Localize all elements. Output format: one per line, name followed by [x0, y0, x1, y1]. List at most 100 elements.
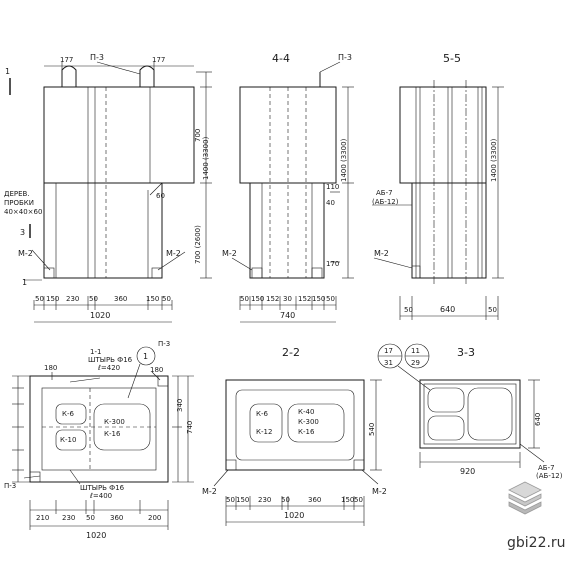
watermark-logo-icon	[508, 481, 542, 515]
front-elevation	[9, 61, 212, 323]
dim-55-640: 640	[440, 305, 455, 314]
dim-plan-230: 230	[62, 514, 75, 522]
wood-plug-label-2: ПРОБКИ	[4, 199, 34, 207]
section-5-5	[372, 80, 504, 320]
label-m2-front-right: М-2	[166, 249, 181, 258]
dim-44-50a: 50	[240, 295, 249, 303]
void-22-k300: К-300	[298, 418, 319, 426]
plan-1-1	[12, 346, 194, 530]
void-22-k12: К-12	[256, 428, 272, 436]
label-ab7-33: АБ-7	[538, 464, 555, 472]
pin-label-1-2: ШТЫРЬ Ф16	[88, 356, 133, 364]
dim-700-2600: 700 (2600)	[194, 225, 202, 264]
title-5-5: 5-5	[443, 52, 461, 65]
dim-40: 40	[326, 199, 335, 207]
dim-22-150b: 150	[341, 496, 354, 504]
section-mark-1a: 1	[5, 67, 10, 76]
pin-label-2-2: ℓ=400	[89, 492, 112, 500]
section-2-2	[213, 379, 382, 526]
dim-44-50b: 50	[326, 295, 335, 303]
dim-bot-50c: 50	[162, 295, 171, 303]
dim-177-right: 177	[152, 56, 165, 64]
dim-60: 60	[156, 192, 165, 200]
dim-bot-230: 230	[66, 295, 79, 303]
dim-plan-180b: 180	[150, 366, 163, 374]
circle-1-label: 1	[143, 352, 148, 361]
dim-plan-210: 210	[36, 514, 49, 522]
circle-17: 17	[384, 347, 393, 355]
dim-44-30: 30	[283, 295, 292, 303]
dim-22-230: 230	[258, 496, 271, 504]
section-4-4	[231, 61, 354, 323]
dim-44-152b: 152	[298, 295, 311, 303]
dim-44-150: 150	[251, 295, 264, 303]
dim-22-360: 360	[308, 496, 321, 504]
title-4-4: 4-4	[272, 52, 290, 65]
dim-1400-44: 1400 (3300)	[340, 138, 348, 182]
dim-bot-1020: 1020	[90, 311, 110, 320]
label-ab12-33: (АБ-12)	[536, 472, 563, 480]
label-m2-44: М-2	[222, 249, 237, 258]
dim-plan-200: 200	[148, 514, 161, 522]
section-3-3	[377, 343, 545, 468]
dim-bot-150b: 150	[146, 295, 159, 303]
void-k10: К-10	[60, 436, 76, 444]
circle-11: 11	[411, 347, 420, 355]
dim-110: 110	[326, 183, 339, 191]
dim-177-left: 177	[60, 56, 73, 64]
circle-31: 31	[384, 359, 393, 367]
void-k16: К-16	[104, 430, 121, 438]
circle-29: 29	[411, 359, 420, 367]
label-m2-22-left: М-2	[202, 487, 217, 496]
dim-22-1020: 1020	[284, 511, 304, 520]
dim-plan-340: 340	[176, 399, 184, 412]
dim-plan-1020: 1020	[86, 531, 106, 540]
label-p3-front: П-3	[90, 53, 104, 62]
title-2-2: 2-2	[282, 346, 300, 359]
void-k6: К-6	[62, 410, 74, 418]
dim-22-50: 50	[281, 496, 290, 504]
dim-bot-360: 360	[114, 295, 127, 303]
dim-55-50b: 50	[488, 306, 497, 314]
dim-plan-740: 740	[186, 421, 194, 434]
dim-22-50b: 50	[354, 496, 363, 504]
dim-bot-150: 150	[46, 295, 59, 303]
section-mark-3: 3	[20, 228, 25, 237]
wood-plug-label-1: ДЕРЕВ.	[4, 190, 30, 198]
dim-22-50a: 50	[226, 496, 235, 504]
dim-bot-50b: 50	[89, 295, 98, 303]
wood-plug-label-3: 40×40×60	[4, 208, 42, 216]
dim-22-150: 150	[236, 496, 249, 504]
void-22-k40: К-40	[298, 408, 314, 416]
pin-label-1-1: 1-1	[90, 348, 101, 356]
label-ab12: (АБ-12)	[372, 198, 399, 206]
dim-1400-front: 1400 (3300)	[202, 136, 210, 180]
label-m2-front-left: М-2	[18, 249, 33, 258]
label-m2-55: М-2	[374, 249, 389, 258]
pin-label-2-1: ШТЫРЬ Ф16	[80, 484, 125, 492]
pin-label-1-3: ℓ=420	[97, 364, 120, 372]
dim-44-152: 152	[266, 295, 279, 303]
label-p3-44: П-3	[338, 53, 352, 62]
dim-bot-50a: 50	[35, 295, 44, 303]
title-3-3: 3-3	[457, 346, 475, 359]
dim-22-540: 540	[368, 423, 376, 436]
dim-170: 170	[326, 260, 339, 268]
section-mark-1b: 1	[22, 278, 27, 287]
dim-plan-50: 50	[86, 514, 95, 522]
label-m2-22-right: М-2	[372, 487, 387, 496]
dim-33-640: 640	[534, 413, 542, 426]
dim-plan-360: 360	[110, 514, 123, 522]
label-p3-plan-top: П-3	[158, 340, 170, 348]
void-22-k16: К-16	[298, 428, 315, 436]
watermark-site-text: gbi22.ru	[507, 535, 566, 551]
void-k300: К-300	[104, 418, 125, 426]
dim-1400-55: 1400 (3300)	[490, 138, 498, 182]
dim-44-150b: 150	[312, 295, 325, 303]
label-p3-plan: П-3	[4, 482, 16, 490]
dim-plan-180a: 180	[44, 364, 57, 372]
label-ab7: АБ-7	[376, 189, 393, 197]
dim-55-50a: 50	[404, 306, 413, 314]
dim-33-920: 920	[460, 467, 475, 476]
